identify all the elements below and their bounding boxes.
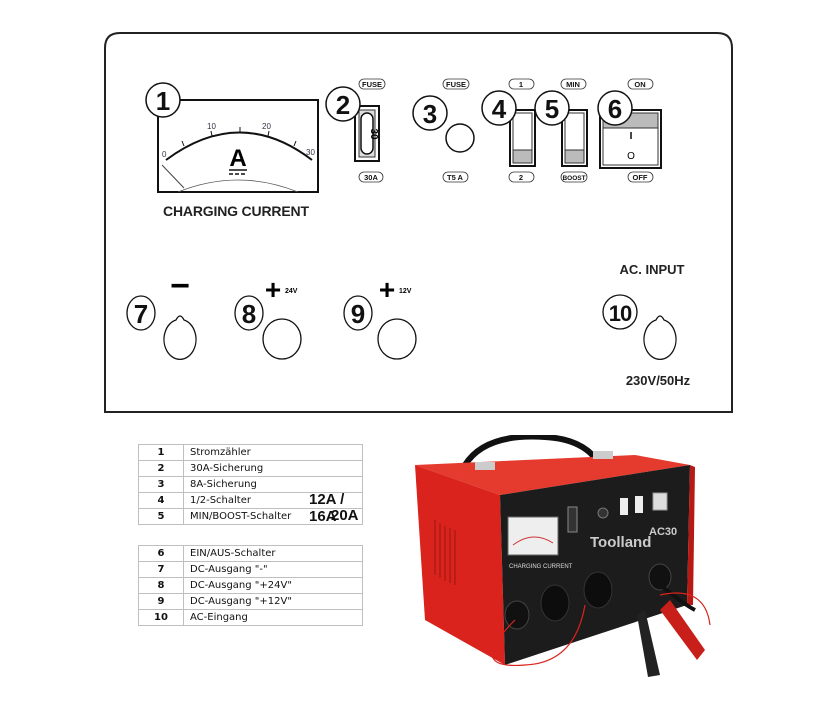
meter-tick-0: 0 bbox=[162, 150, 167, 159]
item-description: DC-Ausgang "+12V" bbox=[183, 593, 363, 610]
item-number: 4 bbox=[138, 492, 184, 509]
item-description: DC-Ausgang "-" bbox=[183, 561, 363, 578]
switch-1-2-top-label: 1 bbox=[519, 80, 523, 89]
item-number: 2 bbox=[138, 460, 184, 477]
item-number: 10 bbox=[138, 609, 184, 626]
meter-unit: A bbox=[229, 145, 246, 172]
switch-min-label: MIN bbox=[566, 80, 580, 89]
meter-tick-20: 20 bbox=[262, 122, 271, 131]
meter-tick-30: 30 bbox=[306, 148, 315, 157]
item-number: 7 bbox=[138, 561, 184, 578]
ac-input-title: AC. INPUT bbox=[620, 262, 685, 277]
callout-10: 10 bbox=[609, 301, 632, 326]
item-description: 1/2-Schalter bbox=[190, 495, 251, 506]
table-row: 5 MIN/BOOST-Schalter 20A bbox=[138, 507, 363, 525]
main-fuse[interactable]: 30 bbox=[354, 105, 380, 162]
callout-8: 8 bbox=[242, 299, 256, 329]
item-number: 9 bbox=[138, 593, 184, 610]
item-description: AC-Eingang bbox=[183, 609, 363, 626]
main-fuse-bottom-label: 30A bbox=[364, 173, 378, 182]
item-number: 1 bbox=[138, 444, 184, 461]
black-clamp bbox=[637, 610, 660, 677]
switch-1-2[interactable] bbox=[509, 109, 536, 167]
terminal-minus[interactable] bbox=[163, 315, 197, 361]
item-description: DC-Ausgang "+24V" bbox=[183, 577, 363, 594]
callout-9: 9 bbox=[351, 299, 365, 329]
main-fuse-value: 30 bbox=[368, 128, 379, 140]
main-fuse-top-label: FUSE bbox=[362, 80, 382, 89]
item-description: EIN/AUS-Schalter bbox=[183, 545, 363, 562]
ammeter: 0 10 20 30 A bbox=[157, 99, 319, 193]
photo-caption: CHARGING CURRENT bbox=[509, 564, 573, 570]
fuse-holder-knob[interactable] bbox=[445, 123, 475, 153]
panel-outline bbox=[104, 32, 733, 413]
charger-side bbox=[415, 465, 505, 665]
product-photo: CHARGING CURRENT Toolland AC30 bbox=[415, 435, 711, 677]
item-description-cell: MIN/BOOST-Schalter 20A bbox=[183, 507, 363, 525]
item-number: 8 bbox=[138, 577, 184, 594]
terminal-plus-24v[interactable] bbox=[262, 318, 302, 360]
callout-3: 3 bbox=[423, 99, 437, 129]
callout-2: 2 bbox=[336, 90, 350, 120]
photo-model: AC30 bbox=[649, 526, 677, 538]
switch-min-boost[interactable] bbox=[561, 109, 588, 167]
item-number: 5 bbox=[138, 508, 184, 525]
minus-sign: − bbox=[170, 267, 190, 305]
callout-1: 1 bbox=[156, 86, 170, 116]
callout-5: 5 bbox=[545, 94, 559, 124]
small-fuse-bottom-label: T5 A bbox=[447, 173, 464, 182]
item-description: Stromzähler bbox=[183, 444, 363, 461]
photo-brand-logo: Toolland bbox=[590, 534, 651, 551]
plus-12-label: 12V bbox=[399, 288, 412, 295]
amperage-label: 20A bbox=[331, 507, 359, 524]
ac-input-rating: 230V/50Hz bbox=[626, 373, 691, 388]
ac-input-socket[interactable] bbox=[643, 315, 677, 361]
power-on-label: ON bbox=[634, 80, 645, 89]
plus-24-sign: + bbox=[265, 274, 281, 305]
power-off-label: OFF bbox=[633, 173, 648, 182]
item-number: 3 bbox=[138, 476, 184, 493]
power-on-mark: I bbox=[630, 131, 633, 142]
meter-caption: CHARGING CURRENT bbox=[163, 203, 309, 219]
plus-24-label: 24V bbox=[285, 288, 298, 295]
plus-12-sign: + bbox=[379, 274, 395, 305]
callout-4: 4 bbox=[492, 94, 507, 124]
item-number: 6 bbox=[138, 545, 184, 562]
power-off-mark: O bbox=[627, 151, 635, 162]
red-clamp bbox=[660, 600, 705, 660]
small-fuse-top-label: FUSE bbox=[446, 80, 466, 89]
terminal-plus-12v[interactable] bbox=[377, 318, 417, 360]
switch-boost-label: BOOST bbox=[562, 175, 585, 182]
front-panel-diagram: 0 10 20 30 A CHARGING CURRENT 30 I O bbox=[104, 32, 733, 413]
meter-tick-10: 10 bbox=[207, 122, 216, 131]
switch-1-2-bottom-label: 2 bbox=[519, 173, 523, 182]
item-description: MIN/BOOST-Schalter bbox=[190, 511, 292, 522]
callout-6: 6 bbox=[608, 94, 622, 124]
item-description: 30A-Sicherung bbox=[183, 460, 363, 477]
callout-7: 7 bbox=[134, 299, 148, 329]
